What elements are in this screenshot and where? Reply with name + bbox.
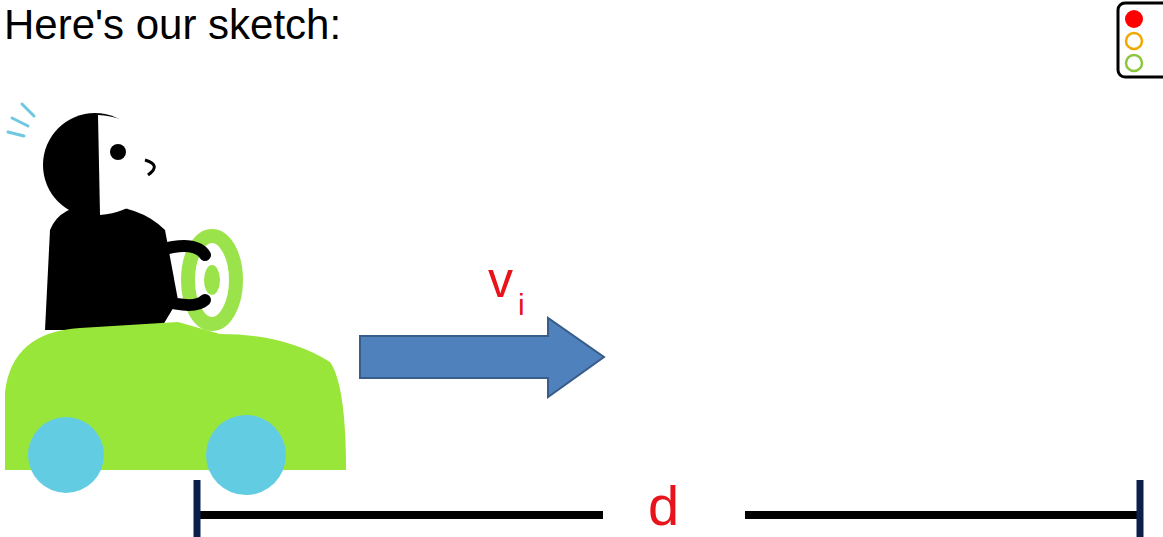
car-illustration: [5, 104, 346, 495]
driver-body: [45, 205, 178, 330]
driver-nose: [145, 160, 154, 175]
traffic-light: [1118, 3, 1163, 77]
velocity-symbol: v: [488, 255, 513, 305]
wheel: [28, 417, 104, 493]
red-light: [1125, 10, 1143, 28]
driver-face: [98, 115, 150, 215]
dimension-tick: [1137, 480, 1144, 537]
distance-symbol: d: [648, 478, 679, 534]
amber-light: [1126, 33, 1142, 49]
motion-lines: [8, 104, 34, 136]
steering-hub: [204, 265, 220, 295]
driver-eye: [110, 144, 126, 160]
velocity-arrow: [360, 318, 604, 397]
slide-title: Here's our sketch:: [4, 4, 341, 46]
dimension-line: [200, 511, 603, 519]
driver-arms: [160, 246, 205, 305]
green-light: [1126, 55, 1142, 71]
subscript: i: [518, 290, 525, 320]
light-housing: [1118, 3, 1163, 77]
dimension-tick: [194, 480, 201, 537]
wheel: [206, 415, 286, 495]
dimension-line: [745, 511, 1140, 519]
